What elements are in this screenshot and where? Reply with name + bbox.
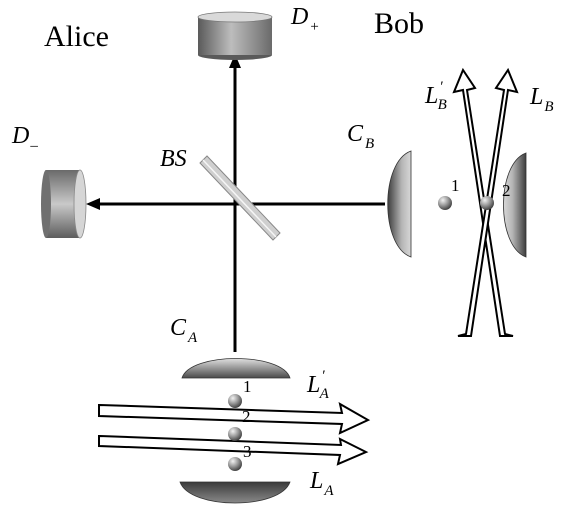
alice-atom-1-label: 1 <box>243 377 252 396</box>
laser-la-beam <box>98 435 369 466</box>
laser-la-label: LA <box>309 468 334 499</box>
bob-atom-1 <box>438 196 452 210</box>
laser-lb-prime-label: L′B <box>424 79 447 113</box>
d-plus-label: D+ <box>290 4 319 35</box>
laser-lb-label: LB <box>529 84 554 115</box>
detector-d-minus <box>41 169 87 239</box>
alice-laser-beams <box>98 402 371 466</box>
alice-atom-2 <box>228 427 242 441</box>
alice-label: Alice <box>44 20 109 53</box>
cavity-a-top-mirror <box>181 358 291 379</box>
alice-atom-3-label: 3 <box>243 442 252 461</box>
bob-atom-2 <box>480 196 494 210</box>
laser-la-prime-beam <box>98 402 371 435</box>
beam-splitter <box>199 155 281 241</box>
arrow-to-d-plus <box>229 54 241 68</box>
cavity-a-bottom-mirror <box>179 481 291 504</box>
alice-atom-2-label: 2 <box>242 407 251 426</box>
cavity-b-right-mirror <box>503 152 527 258</box>
laser-la-prime-label: L′A <box>306 368 330 402</box>
alice-atom-3 <box>228 457 242 471</box>
bob-atom-1-label: 1 <box>451 176 460 195</box>
detector-d-plus <box>197 11 273 60</box>
beam-splitter-label: BS <box>160 146 187 172</box>
bob-atom-2-label: 2 <box>502 181 511 200</box>
d-minus-label: D– <box>11 123 38 154</box>
bob-label: Bob <box>374 7 424 40</box>
arrow-to-d-minus <box>86 198 100 210</box>
optical-paths <box>94 62 385 352</box>
alice-atom-1 <box>228 394 242 408</box>
cavity-b-left-mirror <box>387 150 412 258</box>
